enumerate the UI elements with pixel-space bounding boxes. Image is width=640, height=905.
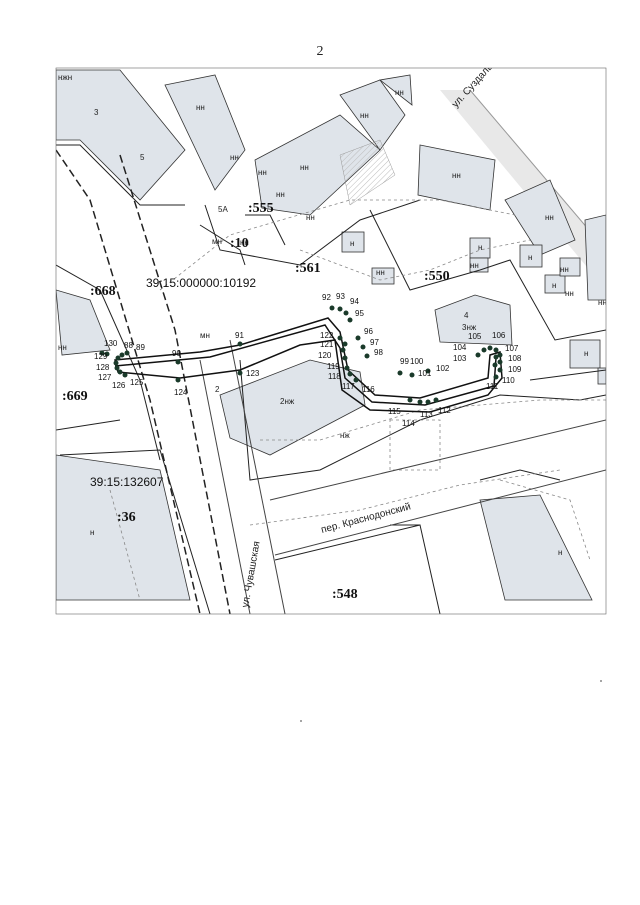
- building-label-nn-12: нн: [240, 238, 249, 247]
- building-label-n-2: н: [478, 243, 482, 252]
- building-label-nnn-2: нн: [58, 343, 67, 352]
- point-89: 89: [136, 343, 145, 352]
- building-label-nn-14: нн: [470, 261, 479, 270]
- point-110: 110: [502, 376, 515, 385]
- building-label-nn-2: нн: [230, 153, 239, 162]
- point-103: 103: [453, 354, 467, 363]
- building-label-nn-9: нн: [306, 213, 315, 222]
- building-label-nn-4: нн: [360, 111, 369, 120]
- point-122: 122: [320, 331, 334, 340]
- plot-555: :555: [248, 201, 274, 216]
- point-130: 130: [104, 339, 118, 348]
- building-label-3nzh: 3нж: [462, 323, 477, 332]
- cadastral-number-main: 39:15:000000:10192: [146, 276, 256, 290]
- building-label-n-1: н: [350, 239, 354, 248]
- building-label-mn-1: мн: [212, 237, 222, 246]
- point-106: 106: [492, 331, 506, 340]
- point-114: 114: [402, 419, 415, 428]
- point-125: 125: [130, 378, 144, 387]
- building-label-nn-8: нн: [598, 298, 607, 307]
- speck: [600, 680, 602, 682]
- building-label-nn-16: нн: [565, 289, 574, 298]
- speck: [300, 720, 302, 722]
- point-108: 108: [508, 354, 522, 363]
- point-88: 88: [124, 341, 133, 350]
- point-99: 99: [400, 357, 409, 366]
- plot-550: :550: [424, 269, 450, 284]
- point-109: 109: [508, 365, 522, 374]
- point-128: 128: [96, 363, 110, 372]
- cadastral-number-quarter: 39:15:132607: [90, 475, 164, 489]
- plot-548: :548: [332, 587, 358, 602]
- page-number: 2: [316, 44, 324, 59]
- building-label-nn-1: нн: [196, 103, 205, 112]
- point-121: 121: [320, 340, 334, 349]
- point-105: 105: [468, 332, 482, 341]
- point-112: 112: [438, 406, 451, 415]
- building-number-2: 2: [215, 385, 220, 394]
- plot-561: :561: [295, 261, 321, 276]
- point-118: 118: [328, 372, 341, 381]
- point-96: 96: [364, 327, 373, 336]
- point-117: 117: [342, 382, 355, 391]
- point-115: 115: [388, 407, 401, 416]
- point-93: 93: [336, 292, 345, 301]
- point-119: 119: [327, 362, 340, 371]
- point-94: 94: [350, 297, 359, 306]
- point-92: 92: [322, 293, 331, 302]
- plot-36: :36: [117, 510, 136, 525]
- point-111: 111: [486, 382, 499, 391]
- building-label-nn-3: нн: [300, 163, 309, 172]
- point-127: 127: [98, 373, 112, 382]
- point-98: 98: [374, 348, 383, 357]
- point-97: 97: [370, 338, 379, 347]
- building-label-nzh: нж: [340, 431, 350, 440]
- map-frame: [55, 67, 607, 615]
- point-124: 124: [174, 388, 188, 397]
- point-113: 113: [420, 410, 433, 419]
- building-label-nn-5: нн: [395, 88, 404, 97]
- route-points: [99, 305, 503, 405]
- point-95: 95: [355, 309, 364, 318]
- building-label-n-6: н: [90, 528, 94, 537]
- building-number-5: 5: [140, 153, 145, 162]
- building-label-2nzh: 2нж: [280, 397, 295, 406]
- point-101: 101: [418, 369, 432, 378]
- point-104: 104: [453, 343, 467, 352]
- building-number-4: 4: [464, 311, 469, 320]
- plot-668: :668: [90, 284, 116, 299]
- building-label-n-7: н: [558, 548, 562, 557]
- building-label-n-4: н: [552, 281, 556, 290]
- building-label-nn-10: нн: [276, 190, 285, 199]
- building-label-n-5: н: [584, 349, 588, 358]
- building-label-mn-2: мн: [200, 331, 210, 340]
- building-label-nn-13: нн: [376, 268, 385, 277]
- point-100: 100: [410, 357, 424, 366]
- plot-669: :669: [62, 389, 88, 404]
- point-120: 120: [318, 351, 332, 360]
- building-label-nn-15: нн: [560, 265, 569, 274]
- point-116: 116: [362, 385, 375, 394]
- building-label-nn-7: нн: [545, 213, 554, 222]
- point-123: 123: [246, 369, 260, 378]
- building-label-nnn: нжн: [58, 73, 72, 82]
- building-label-nn-6: нн: [452, 171, 461, 180]
- point-102: 102: [436, 364, 450, 373]
- plot-10: :10: [230, 236, 249, 251]
- point-90: 90: [172, 349, 181, 358]
- building-number-5a: 5А: [218, 205, 228, 214]
- building-label-nn-11: нн: [258, 168, 267, 177]
- point-126: 126: [112, 381, 126, 390]
- point-129: 129: [94, 352, 108, 361]
- building-label-n-3: н: [528, 253, 532, 262]
- point-107: 107: [505, 344, 519, 353]
- building-number-3: 3: [94, 108, 99, 117]
- point-91: 91: [235, 331, 244, 340]
